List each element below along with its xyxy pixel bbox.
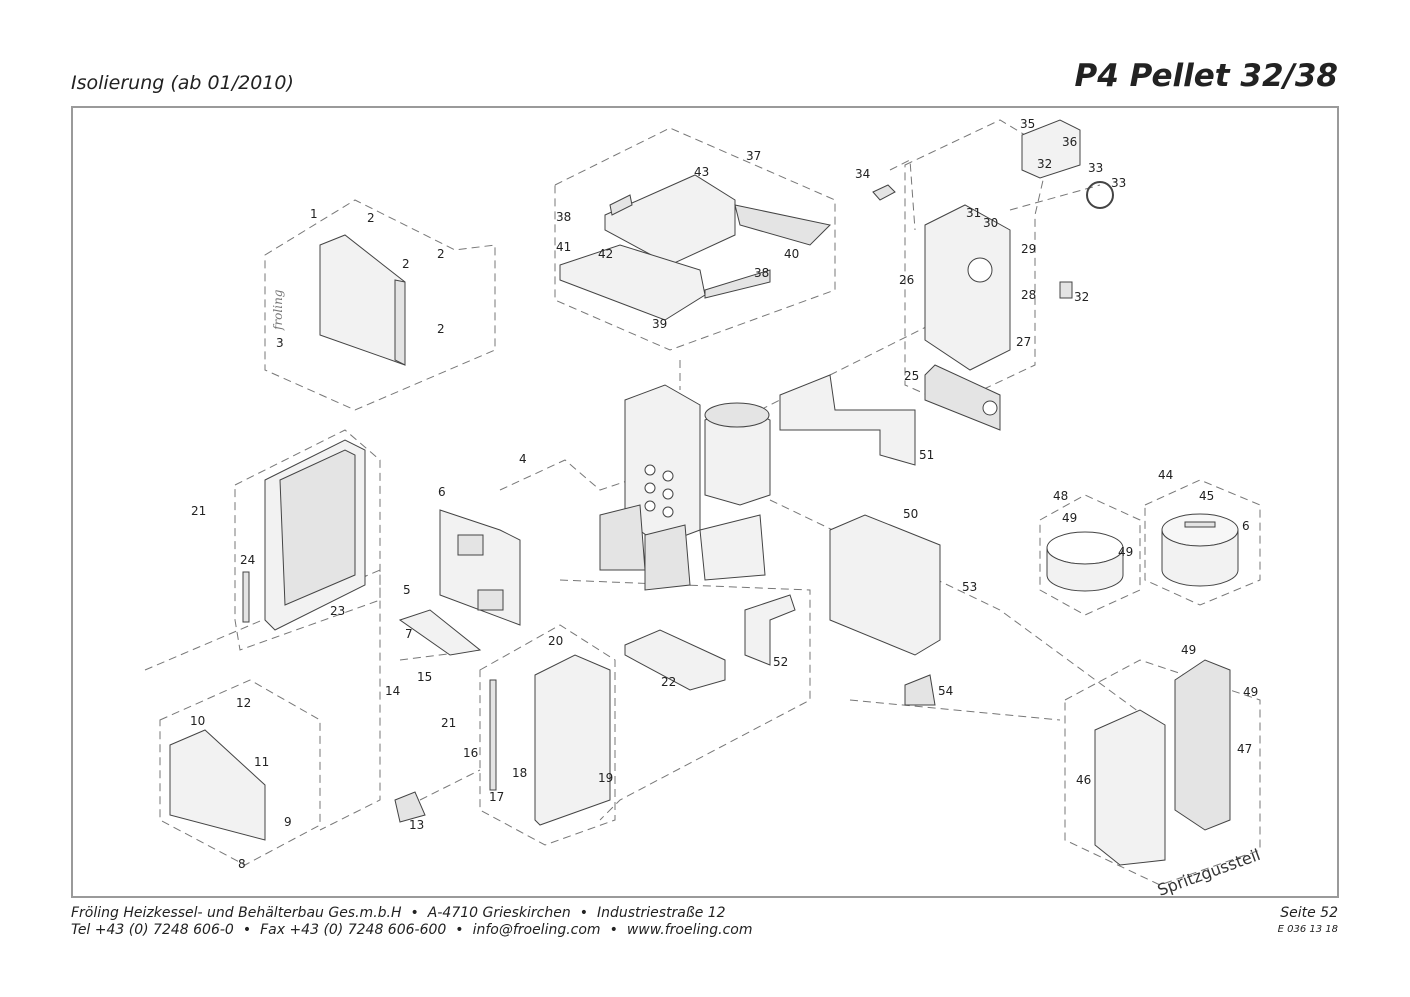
part-label-32b: 32: [1074, 290, 1089, 304]
part-label-1: 1: [310, 207, 318, 221]
part-label-34: 34: [855, 167, 870, 181]
part-label-52: 52: [773, 655, 788, 669]
part-label-24: 24: [240, 553, 255, 567]
part-label-6b: 6: [1242, 519, 1250, 533]
part-label-2a: 2: [367, 211, 375, 225]
section-subtitle: Isolierung (ab 01/2010): [71, 72, 294, 94]
injection-molded-note: Spritzgussteil: [1155, 845, 1263, 900]
part-label-2c: 2: [437, 247, 445, 261]
part-label-41: 41: [556, 240, 571, 254]
part-label-38b: 38: [754, 266, 769, 280]
part-label-50: 50: [903, 507, 918, 521]
email: info@froeling.com: [472, 922, 601, 938]
part-label-4: 4: [519, 452, 527, 466]
part-label-5: 5: [403, 583, 411, 597]
part-label-33a: 33: [1088, 161, 1103, 175]
part-label-37: 37: [746, 149, 761, 163]
part-label-20: 20: [548, 634, 563, 648]
part-label-14: 14: [385, 684, 400, 698]
part-label-25: 25: [904, 369, 919, 383]
part-label-31: 31: [966, 206, 981, 220]
part-label-9: 9: [284, 815, 292, 829]
part-label-18: 18: [512, 766, 527, 780]
part-label-39: 39: [652, 317, 667, 331]
part-label-19: 19: [598, 771, 613, 785]
part-label-48: 48: [1053, 489, 1068, 503]
footer-company-line: Fröling Heizkessel- und Behälterbau Ges.…: [71, 905, 726, 921]
company-street: Industriestraße 12: [596, 905, 726, 921]
part-label-42: 42: [598, 247, 613, 261]
part-label-2b: 2: [402, 257, 410, 271]
website: www.froeling.com: [626, 922, 753, 938]
separator: •: [455, 922, 464, 938]
part-label-44: 44: [1158, 468, 1173, 482]
part-label-21a: 21: [191, 504, 206, 518]
part-label-16: 16: [463, 746, 478, 760]
part-label-12: 12: [236, 696, 251, 710]
part-label-45: 45: [1199, 489, 1214, 503]
part-label-30: 30: [983, 216, 998, 230]
part-label-38a: 38: [556, 210, 571, 224]
part-label-2d: 2: [437, 322, 445, 336]
part-label-15: 15: [417, 670, 432, 684]
part-label-28: 28: [1021, 288, 1036, 302]
part-label-46: 46: [1076, 773, 1091, 787]
part-label-21b: 21: [441, 716, 456, 730]
part-label-40: 40: [784, 247, 799, 261]
part-label-54: 54: [938, 684, 953, 698]
part-label-10: 10: [190, 714, 205, 728]
part-label-35: 35: [1020, 117, 1035, 131]
product-title: P4 Pellet 32/38: [1074, 58, 1339, 94]
part-label-8: 8: [238, 857, 246, 871]
part-label-33b: 33: [1111, 176, 1126, 190]
part-label-32a: 32: [1037, 157, 1052, 171]
part-shapes: [169, 119, 1239, 866]
part-label-27: 27: [1016, 335, 1031, 349]
separator: •: [579, 905, 588, 921]
part-label-7: 7: [405, 627, 413, 641]
part-label-17: 17: [489, 790, 504, 804]
part-label-43: 43: [694, 165, 709, 179]
diagram-frame: [71, 106, 1339, 898]
phone: Tel +43 (0) 7248 606-0: [71, 922, 234, 938]
part-label-23: 23: [330, 604, 345, 618]
brand-mark: froling: [271, 289, 285, 331]
part-label-51: 51: [919, 448, 934, 462]
part-label-49b: 49: [1118, 545, 1133, 559]
part-label-53: 53: [962, 580, 977, 594]
part-label-3: 3: [276, 336, 284, 350]
document-code: E 036 13 18: [1277, 924, 1338, 935]
company-name: Fröling Heizkessel- und Behälterbau Ges.…: [71, 905, 402, 921]
part-label-29: 29: [1021, 242, 1036, 256]
part-label-49c: 49: [1181, 643, 1196, 657]
part-label-49a: 49: [1062, 511, 1077, 525]
fax: Fax +43 (0) 7248 606-600: [260, 922, 447, 938]
part-label-6a: 6: [438, 485, 446, 499]
part-label-22: 22: [661, 675, 676, 689]
part-label-36: 36: [1062, 135, 1077, 149]
part-label-47: 47: [1237, 742, 1252, 756]
company-city: A-4710 Grieskirchen: [427, 905, 571, 921]
separator: •: [242, 922, 252, 938]
part-label-13: 13: [409, 818, 424, 832]
part-label-26: 26: [899, 273, 914, 287]
separator: •: [410, 905, 419, 921]
part-label-11: 11: [254, 755, 269, 769]
separator: •: [609, 922, 618, 938]
footer-contact-line: Tel +43 (0) 7248 606-0 • Fax +43 (0) 7248 …: [71, 922, 753, 938]
part-label-49d: 49: [1243, 685, 1258, 699]
page-number: Seite 52: [1280, 905, 1338, 921]
